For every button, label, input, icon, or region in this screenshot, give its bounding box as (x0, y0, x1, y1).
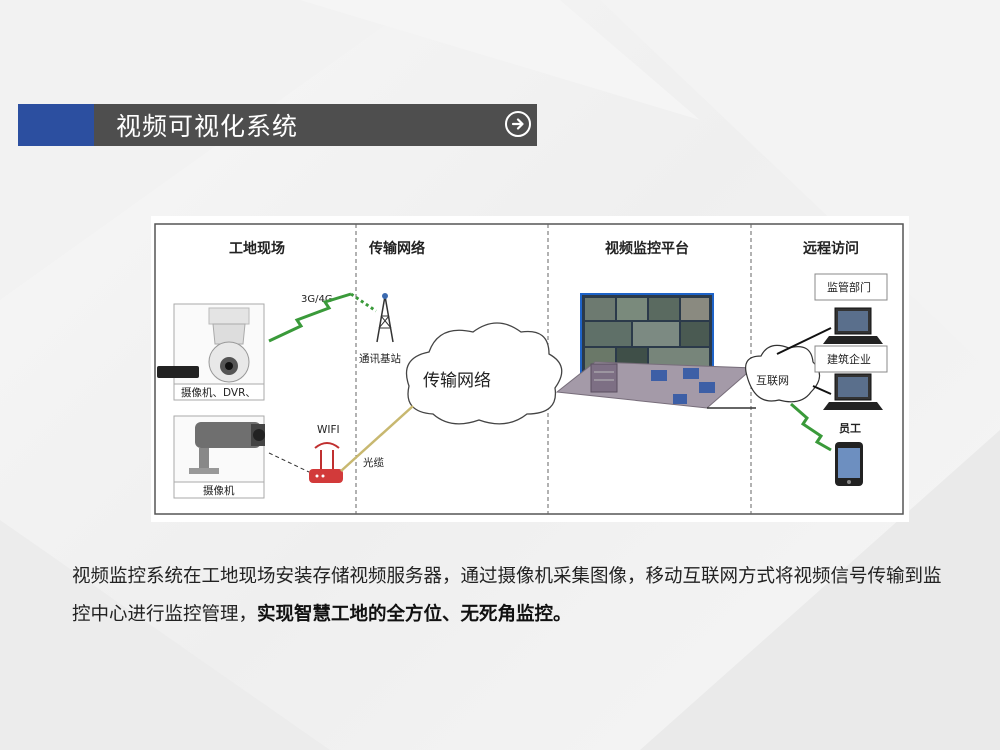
cloud-label: 传输网络 (423, 371, 491, 391)
server-rack-icon (590, 363, 618, 393)
wireless-link-staff (790, 402, 832, 452)
bullet-camera-icon (195, 422, 261, 448)
dvr-icon (157, 366, 199, 378)
internet-label: 互联网 (756, 374, 789, 387)
fiber-cable-line (340, 405, 414, 472)
caption-bold: 实现智慧工地的全方位、无死角监控。 (257, 604, 572, 625)
camera2-label: 摄像机 (203, 484, 235, 497)
dept-link (776, 327, 832, 355)
phone-icon (835, 442, 863, 486)
dept-box (814, 273, 888, 301)
staff-label: 员工 (839, 422, 861, 435)
caption-normal: 视频监控系统在工地现场安装存储视频服务器，通过摄像机采集图像，移动互联网方式将视… (72, 566, 942, 625)
section-platform: 视频监控平台 (605, 240, 689, 257)
company-label: 建筑企业 (827, 352, 871, 366)
base-station-label: 通讯基站 (359, 352, 401, 365)
wifi-label: WIFI (317, 424, 340, 436)
wifi-router-icon (309, 442, 343, 483)
system-diagram: 工地现场 传输网络 视频监控平台 远程访问 摄像机、DVR、 摄像机 3G/4G (151, 216, 909, 522)
bullet-camera-group: 摄像机 (173, 415, 265, 499)
title-accent-block (18, 104, 94, 146)
fiber-label: 光缆 (363, 456, 384, 469)
transmission-cloud-icon (405, 322, 563, 425)
link-3g-label: 3G/4G (301, 294, 333, 305)
wireless-link-3g (268, 292, 352, 343)
section-remote: 远程访问 (803, 240, 859, 257)
workstation-icons (651, 368, 715, 404)
internet-cloud-icon (745, 344, 821, 403)
dome-camera-group: 摄像机、DVR、 (157, 303, 265, 401)
base-station-icon (376, 293, 394, 343)
video-wall-icon (580, 293, 714, 375)
circle-arrow-right-icon[interactable] (505, 111, 531, 137)
diagram-svg: 工地现场 传输网络 视频监控平台 远程访问 摄像机、DVR、 摄像机 3G/4G (154, 223, 904, 515)
caption-paragraph: 视频监控系统在工地现场安装存储视频服务器，通过摄像机采集图像，移动互联网方式将视… (72, 558, 942, 634)
control-room-floor (555, 361, 755, 409)
company-link (812, 385, 832, 395)
laptop-icon-company (823, 373, 883, 410)
section-site: 工地现场 (229, 240, 285, 257)
laptop-icon-dept (823, 307, 883, 344)
title-bar: 视频可视化系统 (18, 104, 537, 146)
camera1-label: 摄像机、DVR、 (181, 386, 256, 399)
diagram-frame (154, 223, 904, 515)
dept-label: 监管部门 (827, 280, 871, 294)
camera-wifi-link (268, 452, 310, 473)
company-box (814, 345, 888, 373)
section-network: 传输网络 (368, 240, 425, 257)
page-title: 视频可视化系统 (116, 112, 299, 141)
